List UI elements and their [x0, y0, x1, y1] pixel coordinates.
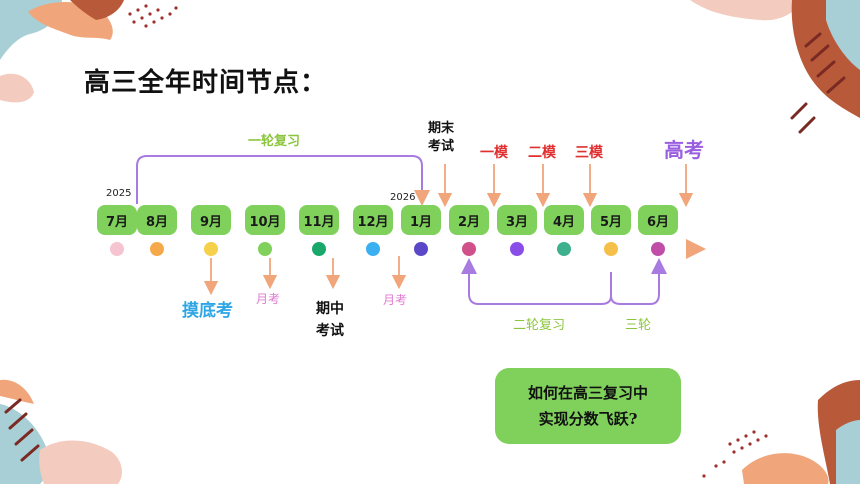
month-jun: 6月 [638, 205, 678, 235]
midterm-line1: 期中 [316, 301, 344, 317]
month-sep: 9月 [191, 205, 231, 235]
month-may: 5月 [591, 205, 631, 235]
deco-dots [128, 4, 178, 28]
month-mar: 3月 [497, 205, 537, 235]
deco-shape-pink-bl [39, 440, 122, 484]
node-apr [557, 242, 571, 256]
deco-shape-peach-tr [690, 0, 800, 21]
month-jul: 7月 [97, 205, 137, 235]
round2-arrow [461, 258, 612, 305]
round3-arrow [610, 258, 667, 305]
month-nov: 11月 [299, 205, 339, 235]
round3-label: 三轮 [625, 318, 652, 333]
round1-label: 一轮复习 [248, 134, 301, 149]
month-dec: 12月 [353, 205, 393, 235]
deco-dots-br [702, 430, 768, 478]
mock2-label: 二模 [528, 145, 556, 161]
monthly-exam-label-1: 月考 [256, 292, 281, 306]
page-title: 高三全年时间节点： [84, 68, 328, 98]
monthly-exam-label-2: 月考 [383, 293, 408, 307]
deco-shape-peach-bl [0, 379, 34, 404]
year-2025: 2025 [106, 188, 132, 199]
midterm-line2: 考试 [316, 323, 344, 339]
node-jan [414, 242, 428, 256]
mock3-label: 三模 [575, 145, 603, 161]
mock1-label: 一模 [480, 145, 508, 161]
round1-arrow [136, 155, 430, 206]
node-feb [462, 242, 476, 256]
final-exam-line1: 期末 [428, 121, 455, 136]
month-aug: 8月 [137, 205, 177, 235]
year-2026: 2026 [390, 192, 416, 203]
final-exam-label: 期末 考试 [428, 120, 454, 156]
top-arrows [437, 164, 694, 208]
month-oct: 10月 [245, 205, 285, 235]
node-jun [651, 242, 665, 256]
deco-shape-teal-tr [826, 0, 860, 70]
node-nov [312, 242, 326, 256]
deco-shape-brown [70, 0, 124, 20]
node-may [604, 242, 618, 256]
node-aug [150, 242, 164, 256]
callout-line2: 实现分数飞跃? [538, 410, 638, 428]
gaokao-label: 高考 [664, 138, 704, 162]
deco-shape-teal-br [836, 420, 860, 484]
node-sep [204, 242, 218, 256]
callout-line1: 如何在高三复习中 [527, 384, 648, 402]
node-jul [110, 242, 124, 256]
timeline-nodes [110, 242, 665, 256]
deco-shape-pink [0, 73, 34, 103]
deco-shape-peach-br [742, 453, 829, 484]
month-apr: 4月 [544, 205, 584, 235]
node-oct [258, 242, 272, 256]
month-feb: 2月 [449, 205, 489, 235]
callout-box: 如何在高三复习中 实现分数飞跃? [495, 368, 681, 444]
deco-strokes-tr [790, 32, 846, 134]
deco-strokes-bl [4, 398, 40, 462]
node-dec [366, 242, 380, 256]
node-mar [510, 242, 524, 256]
month-jan: 1月 [401, 205, 441, 235]
diagnostic-exam-label: 摸底考 [182, 301, 233, 321]
final-exam-line2: 考试 [428, 139, 455, 154]
bottom-arrows [203, 256, 407, 296]
round2-label: 二轮复习 [513, 318, 566, 333]
midterm-exam-label: 期中 考试 [316, 298, 344, 342]
